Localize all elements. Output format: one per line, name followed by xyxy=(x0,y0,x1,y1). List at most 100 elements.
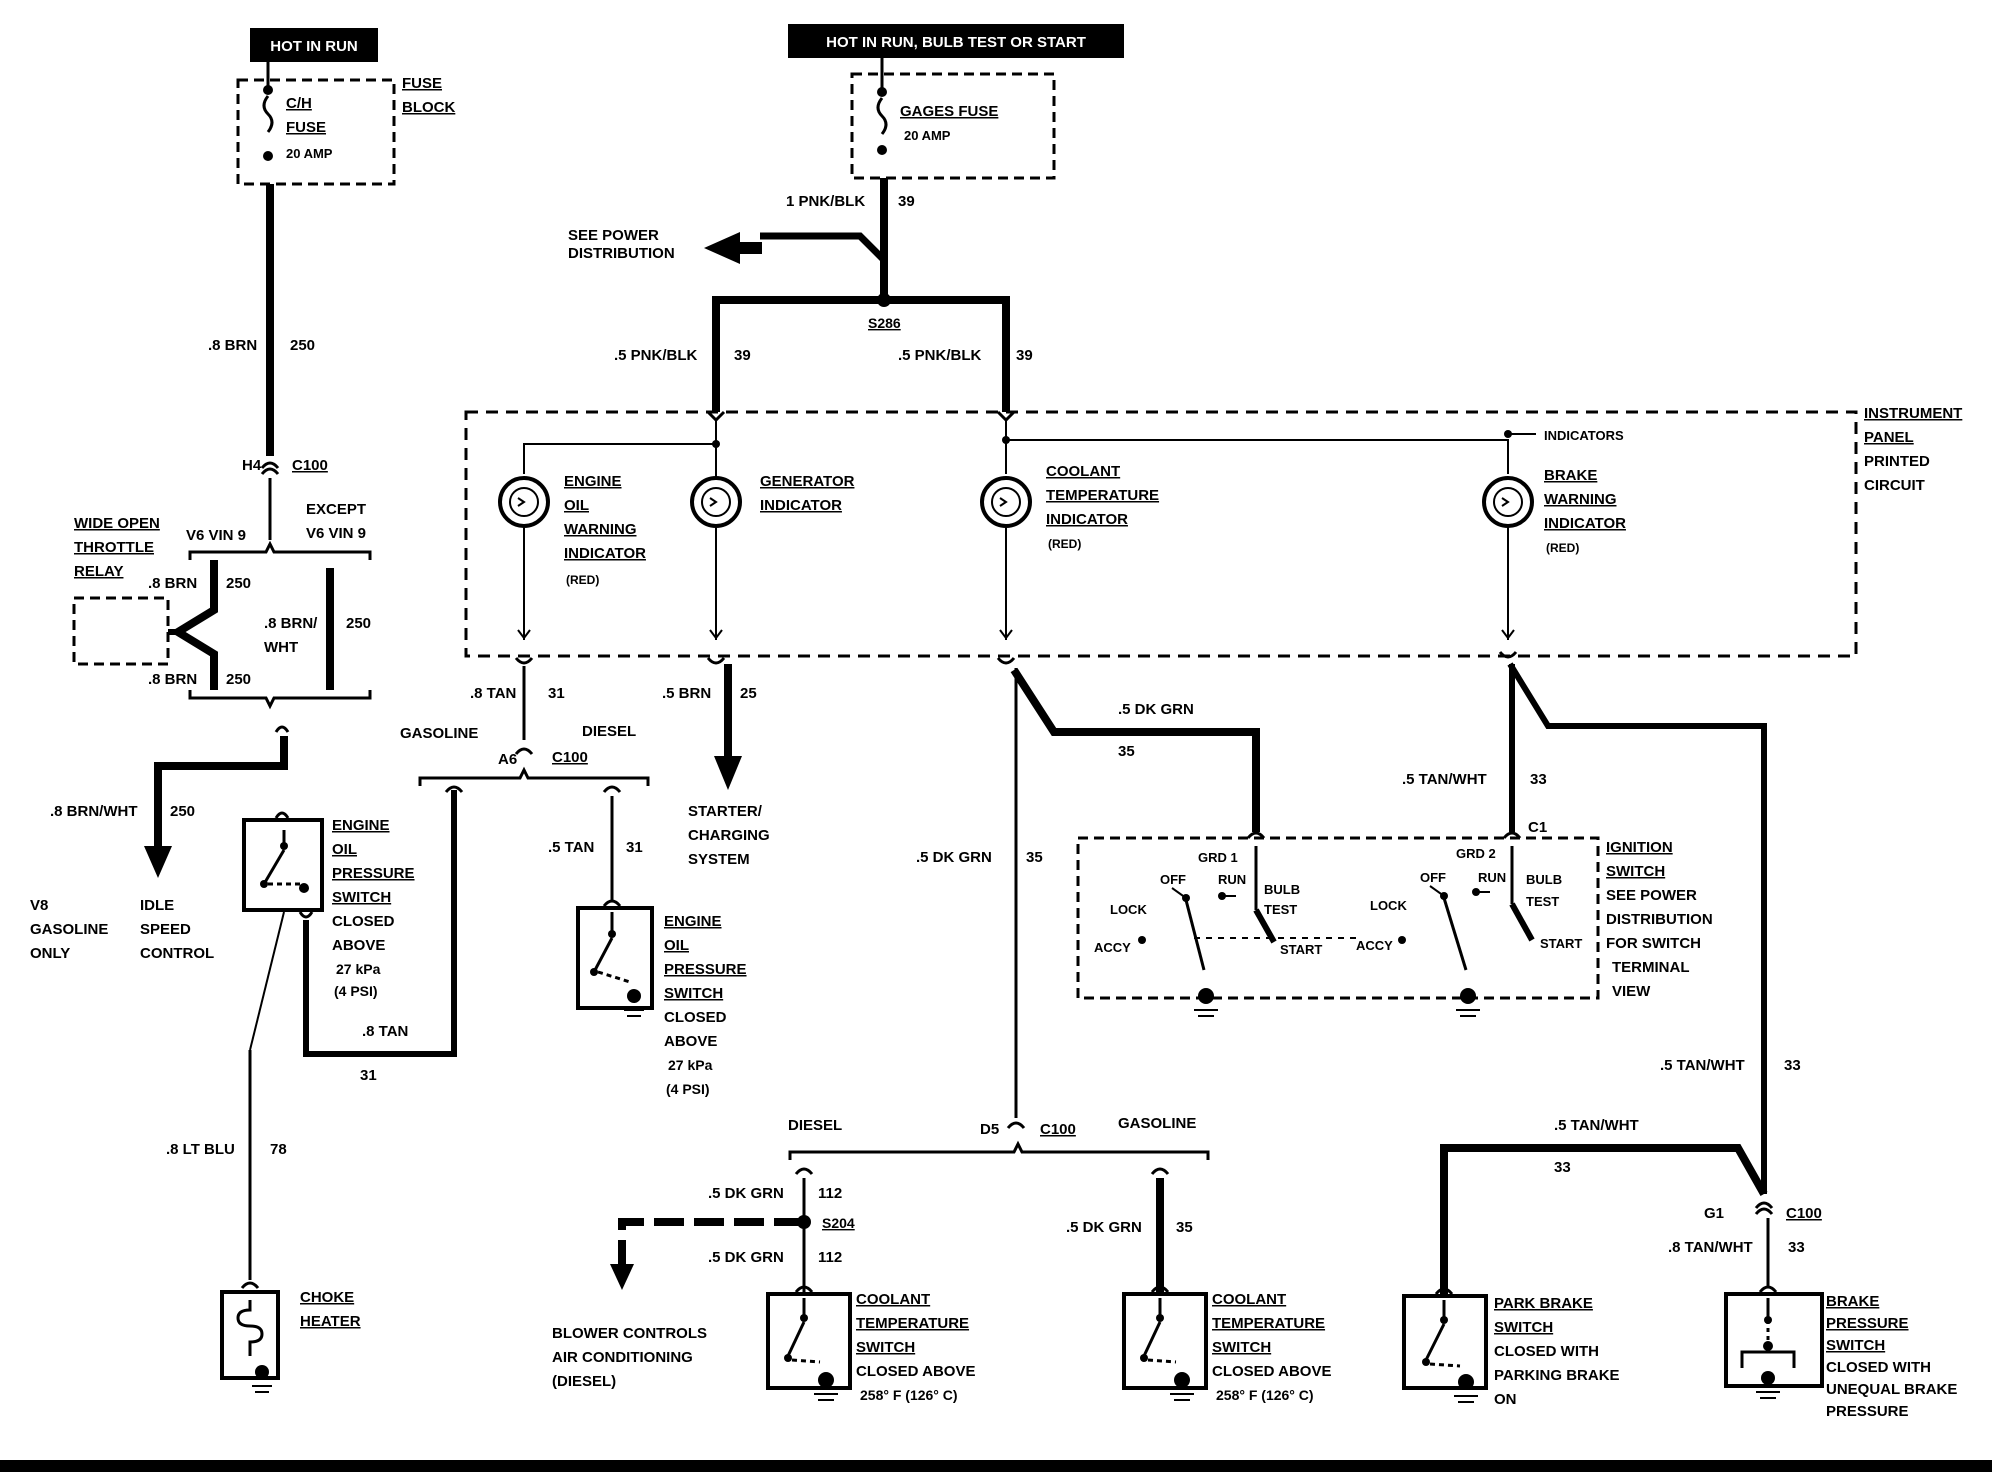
connector-icon xyxy=(794,1167,814,1175)
fuse-block-label-2: BLOCK xyxy=(402,99,455,116)
blower-label-1: BLOWER CONTROLS xyxy=(552,1325,707,1342)
park-brake-switch xyxy=(1402,1287,1488,1403)
connector-d5-label: D5 xyxy=(980,1121,999,1138)
ign-label-1: IGNITION xyxy=(1606,839,1673,856)
starter-label-1: STARTER/ xyxy=(688,803,763,820)
ipc-label-4: CIRCUIT xyxy=(1864,477,1925,494)
connector-icon xyxy=(444,785,464,793)
ch-fuse-label-2: FUSE xyxy=(286,119,326,136)
hot-in-run-bulb-label: HOT IN RUN, BULB TEST OR START xyxy=(826,34,1086,51)
v8-label-2: GASOLINE xyxy=(30,921,108,938)
connector-h4-label: H4 xyxy=(242,457,262,474)
eo-ind-label-2: OIL xyxy=(564,497,589,514)
connector-icon xyxy=(1246,831,1266,839)
fuse-block-label-1: FUSE xyxy=(402,75,442,92)
cts1-label-5: 258° F (126° C) xyxy=(860,1387,958,1403)
ign-label-6: TERMINAL xyxy=(1612,959,1690,976)
ign-label-2: SWITCH xyxy=(1606,863,1665,880)
v8-label-3: ONLY xyxy=(30,945,70,962)
choke-label-2: HEATER xyxy=(300,1313,361,1330)
gages-fuse-node-top xyxy=(877,87,887,97)
wot-relay-label-3: RELAY xyxy=(74,563,123,580)
wire-label-brn-wht-2: WHT xyxy=(264,639,298,656)
ign-test-1: TEST xyxy=(1264,902,1297,917)
ign-label-5: FOR SWITCH xyxy=(1606,935,1701,952)
engine-oil-pressure-switch-2 xyxy=(576,899,654,1017)
connector-c100a-label: C100 xyxy=(292,457,328,474)
wire-to-blower xyxy=(618,1218,804,1270)
connector-a6-icon xyxy=(514,747,534,755)
ignition-switch-left xyxy=(1138,846,1362,1017)
gages-fuse-node-bottom xyxy=(877,145,887,155)
ch-fuse-amp: 20 AMP xyxy=(286,146,333,161)
eop1-label-4: SWITCH xyxy=(332,889,391,906)
v8-label-1: V8 xyxy=(30,897,48,914)
gen-ind-label-1: GENERATOR xyxy=(760,473,855,490)
except-label-2: V6 VIN 9 xyxy=(306,525,366,542)
brake-ind-label-2: WARNING xyxy=(1544,491,1617,508)
ign-lock-1: LOCK xyxy=(1110,902,1147,917)
wire-num-33c: 33 xyxy=(1554,1159,1571,1176)
gages-fuse-label: GAGES FUSE xyxy=(900,103,998,120)
ignition-switch-right xyxy=(1398,846,1535,1017)
ign-label-4: DISTRIBUTION xyxy=(1606,911,1713,928)
arrow-left-icon xyxy=(704,232,740,264)
cts1-label-4: CLOSED ABOVE xyxy=(856,1363,975,1380)
wire-tan-31 xyxy=(303,790,457,1057)
connector-icon xyxy=(996,657,1016,665)
ign-accy-1: ACCY xyxy=(1094,940,1131,955)
eop2-label-4: SWITCH xyxy=(664,985,723,1002)
except-label-1: EXCEPT xyxy=(306,501,366,518)
wire-s286-branches xyxy=(712,296,1010,412)
connector-icon xyxy=(706,657,726,665)
ch-fuse-node-top xyxy=(263,85,273,95)
cts2-label-4: CLOSED ABOVE xyxy=(1212,1363,1331,1380)
wire-label-pnkblk-right: .5 PNK/BLK xyxy=(898,347,982,364)
cts2-label-2: TEMPERATURE xyxy=(1212,1315,1325,1332)
wire-num-112b: 112 xyxy=(818,1249,842,1266)
blower-label-2: AIR CONDITIONING xyxy=(552,1349,693,1366)
hot-in-run-label: HOT IN RUN xyxy=(270,38,358,55)
connector-g1-icon-2 xyxy=(1754,1207,1774,1215)
instrument-panel-circuit xyxy=(464,410,1858,658)
wire-label-dk-grn-d: .5 DK GRN xyxy=(708,1249,784,1266)
connector-c100b-label: C100 xyxy=(552,749,588,766)
branch-bracket-bottom xyxy=(188,690,372,710)
hot-in-run-bulb-banner xyxy=(788,24,1124,58)
idle-label-3: CONTROL xyxy=(140,945,214,962)
wire-label-tan-wht-a: .5 TAN/WHT xyxy=(1402,771,1487,788)
ipc-label-2: PANEL xyxy=(1864,429,1914,446)
cts1-label-2: TEMPERATURE xyxy=(856,1315,969,1332)
starter-label-2: CHARGING xyxy=(688,827,770,844)
wire-num-250e: 250 xyxy=(170,803,195,820)
wire-label-lt-blu: .8 LT BLU xyxy=(166,1141,235,1158)
wire-num-250d: 250 xyxy=(346,615,371,632)
wire-label-tan-wht-d: .8 TAN/WHT xyxy=(1668,1239,1753,1256)
wire-label-brn-8b: .8 BRN xyxy=(148,575,197,592)
eop1-label-5: CLOSED xyxy=(332,913,395,930)
wot-relay-label-2: THROTTLE xyxy=(74,539,154,556)
indicators-label: INDICATORS xyxy=(1544,428,1624,443)
connector-icon xyxy=(514,657,534,665)
ign-test-2: TEST xyxy=(1526,894,1559,909)
wire-num-35a: 35 xyxy=(1118,743,1135,760)
wire-label-brn-5: .5 BRN xyxy=(662,685,711,702)
gen-ind-label-2: INDICATOR xyxy=(760,497,842,514)
brake-pressure-switch xyxy=(1724,1285,1824,1399)
wire-num-35b: 35 xyxy=(1026,849,1043,866)
connector-c100c-label: C100 xyxy=(1040,1121,1076,1138)
gages-fuse-box xyxy=(850,72,1056,180)
connector-g1-label: G1 xyxy=(1704,1205,1724,1222)
eop2-label-2: OIL xyxy=(664,937,689,954)
bps-label-4: CLOSED WITH xyxy=(1826,1359,1931,1376)
connector-c100d-label: C100 xyxy=(1786,1205,1822,1222)
fuse-icon xyxy=(876,97,888,135)
splice-s204-label: S204 xyxy=(822,1215,855,1231)
fuse-icon xyxy=(262,95,274,133)
wire-num-31a: 31 xyxy=(548,685,565,702)
cts2-label-1: COOLANT xyxy=(1212,1291,1286,1308)
wire-num-33a: 33 xyxy=(1530,771,1547,788)
wire-label-1pnkblk: 1 PNK/BLK xyxy=(786,193,865,210)
